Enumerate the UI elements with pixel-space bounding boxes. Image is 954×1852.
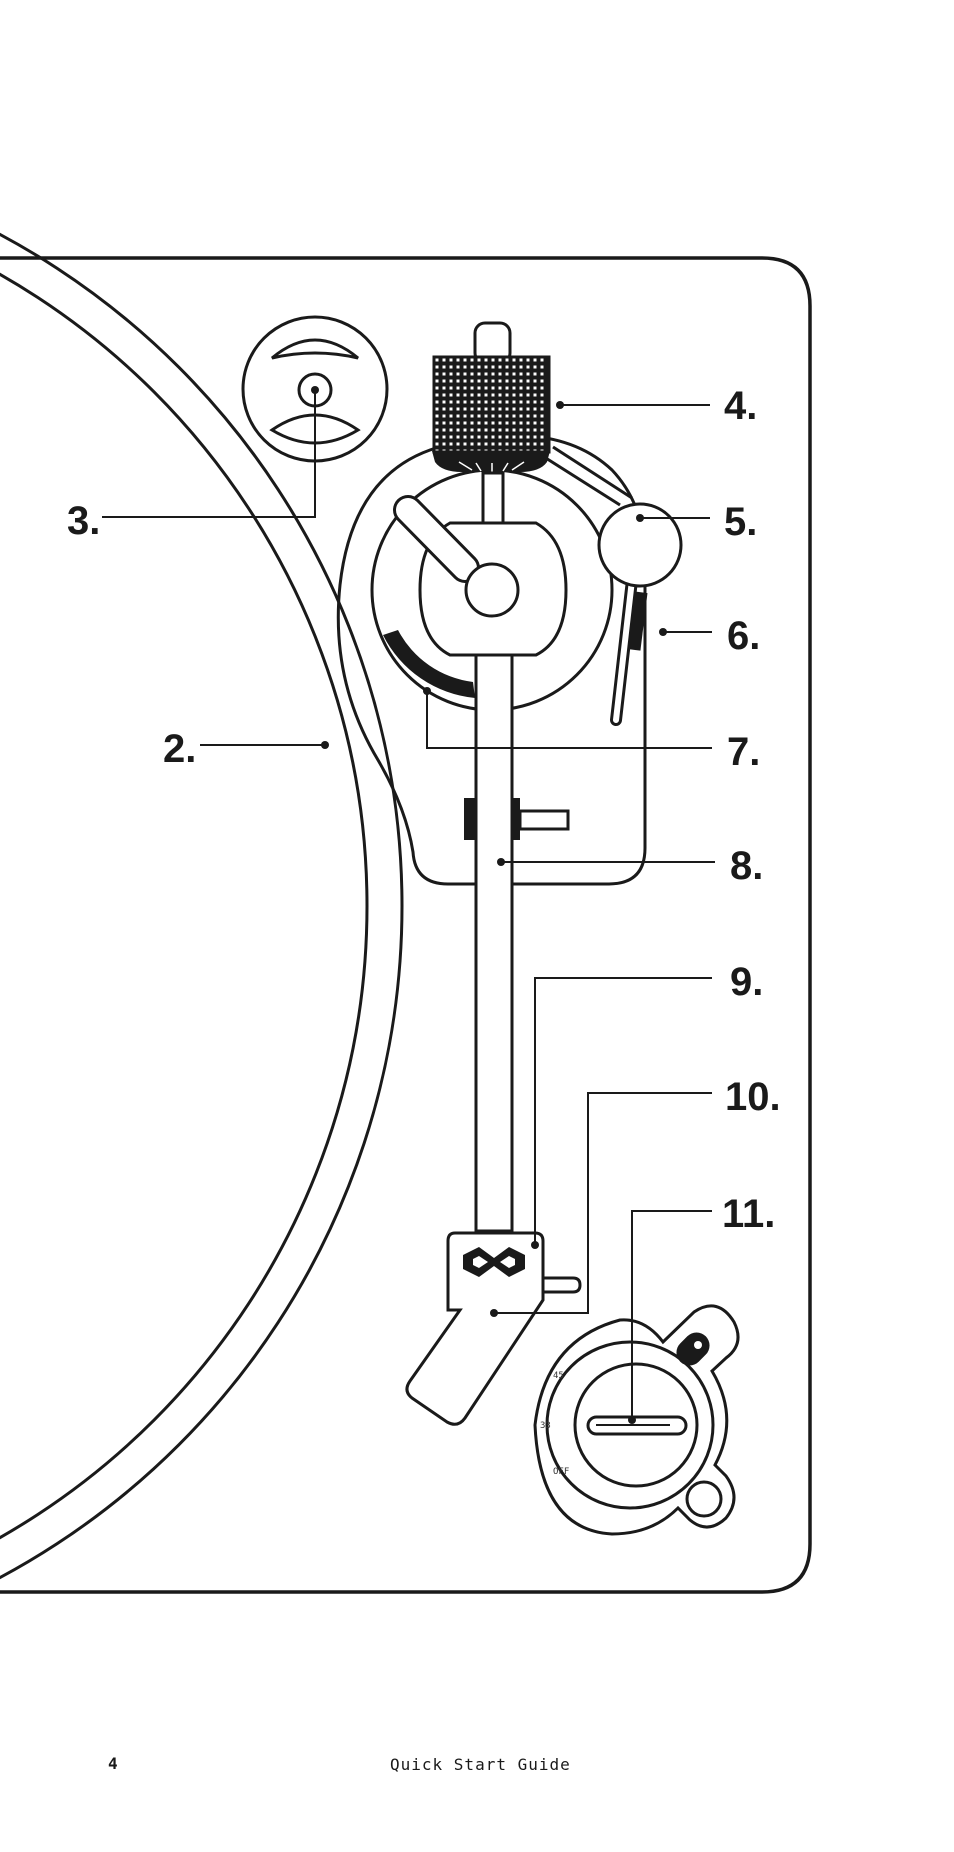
leader-dots <box>311 386 667 1424</box>
speed-selector: 45 33 OFF <box>533 1304 740 1536</box>
cue-lever <box>540 445 683 726</box>
callout-5: 5. <box>724 500 757 544</box>
tonearm-rear-shaft <box>481 471 505 525</box>
leader-11 <box>631 1210 712 1420</box>
headshell <box>405 1231 545 1426</box>
tonearm-pivot <box>393 495 568 657</box>
platter <box>0 232 404 1580</box>
callout-10: 10. <box>725 1075 781 1119</box>
leader-7 <box>426 691 712 749</box>
speed-label-45: 45 <box>553 1371 564 1381</box>
leader-9 <box>534 977 712 1245</box>
callout-4: 4. <box>724 384 757 428</box>
speed-label-off: OFF <box>553 1467 569 1477</box>
leader-3 <box>102 390 316 518</box>
leader-lines <box>102 390 715 1420</box>
speed-label-33: 33 <box>540 1421 551 1431</box>
callout-8: 8. <box>730 844 763 888</box>
page-number: 4 <box>108 1754 118 1773</box>
callout-3: 3. <box>67 499 100 543</box>
footer-title: Quick Start Guide <box>390 1755 571 1774</box>
anti-skate-dial <box>383 630 475 698</box>
leader-10 <box>494 1092 712 1314</box>
callout-6: 6. <box>727 614 760 658</box>
turntable-plinth <box>0 256 812 1594</box>
counterweight <box>432 321 551 472</box>
callout-7: 7. <box>727 730 760 774</box>
callout-9: 9. <box>730 960 763 1004</box>
callout-2: 2. <box>163 727 196 771</box>
finger-lift <box>533 1276 582 1294</box>
callout-11: 11. <box>722 1192 775 1236</box>
tonearm <box>474 653 514 1233</box>
